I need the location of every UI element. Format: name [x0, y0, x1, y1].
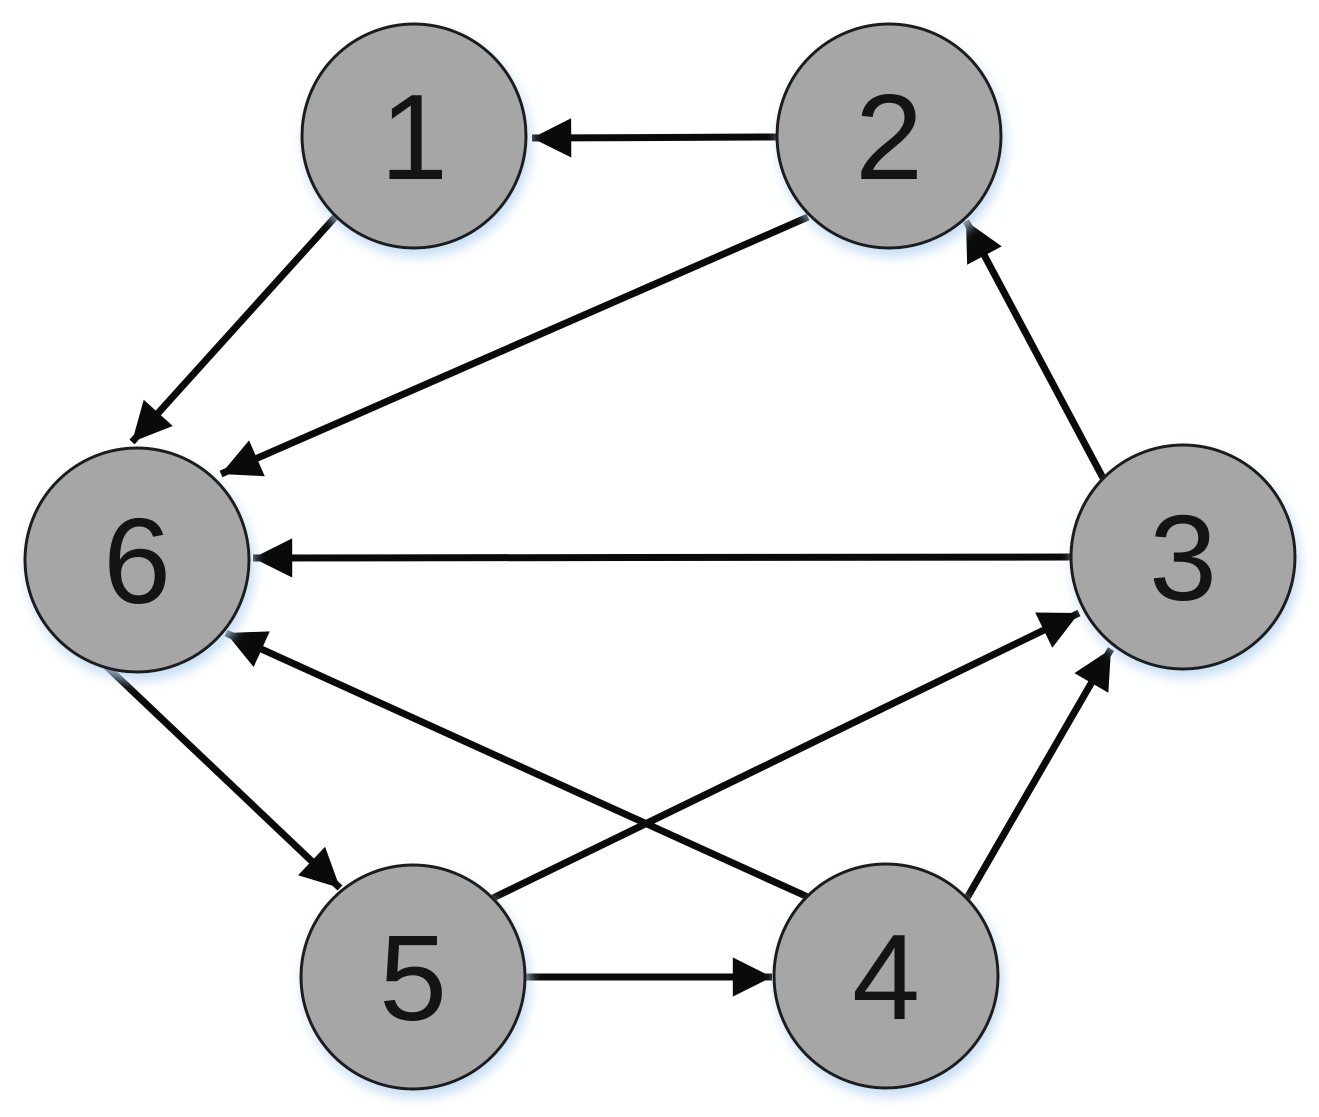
edge-1-to-6: [129, 212, 340, 445]
node-6-circle: [23, 446, 251, 674]
edge-3-to-6: [252, 538, 1073, 578]
edge-6-to-5: [102, 662, 343, 891]
node-2: 2: [775, 22, 1003, 250]
node-4-circle: [772, 862, 1000, 1090]
node-1-circle: [300, 22, 528, 250]
edge-4-to-3: [963, 647, 1115, 900]
node-2-circle: [775, 22, 1003, 250]
edge-5-to-3: [491, 609, 1081, 902]
node-2-label: 2: [855, 69, 923, 205]
node-6: 6: [23, 446, 251, 674]
node-3-circle: [1069, 443, 1297, 671]
edge-3-to-2: [962, 219, 1107, 480]
nodes-layer: 1 2 3 4 5 6: [23, 22, 1297, 1091]
node-3: 3: [1069, 443, 1297, 671]
edges-layer: [102, 118, 1115, 997]
node-5-label: 5: [379, 910, 447, 1046]
edge-2-to-1: [531, 118, 778, 158]
edge-2-to-6: [219, 213, 810, 478]
node-4: 4: [772, 862, 1000, 1090]
node-6-label: 6: [103, 493, 171, 629]
node-5-circle: [299, 863, 527, 1091]
node-1-label: 1: [380, 69, 448, 205]
node-3-label: 3: [1149, 490, 1217, 626]
node-4-label: 4: [852, 909, 920, 1045]
edge-4-to-6: [224, 629, 812, 902]
node-5: 5: [299, 863, 527, 1091]
node-1: 1: [300, 22, 528, 250]
